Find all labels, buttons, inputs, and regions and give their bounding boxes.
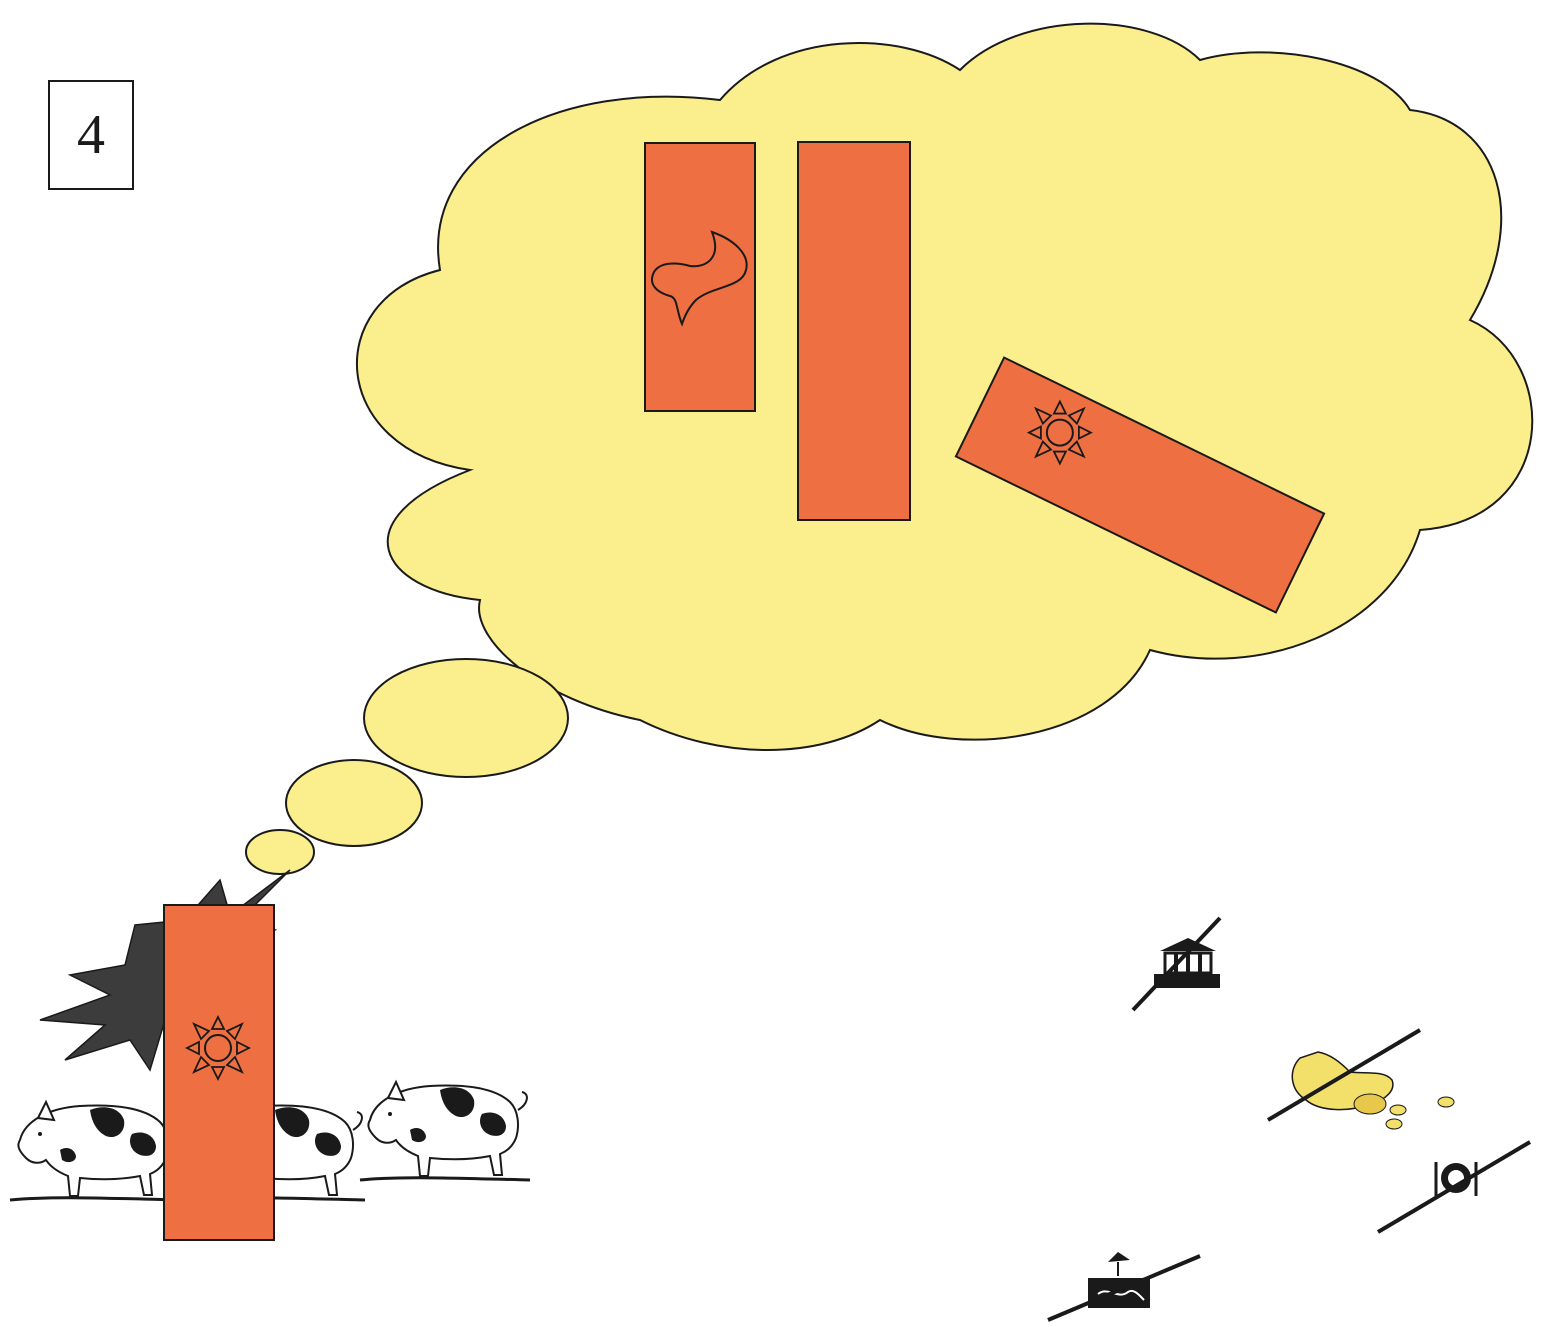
page-number: 4 [77,103,105,167]
cross-out-line [1378,1142,1530,1232]
cross-out-line [1048,1256,1200,1320]
thought-bar-fire [645,143,755,411]
thought-bar-blank [798,142,910,520]
page-number-box: 4 [48,80,134,190]
pig-right [360,1082,530,1180]
pig-left [10,1102,180,1200]
pillar [164,905,274,1240]
money-bag-icon [1268,1030,1454,1129]
tv-icon [1048,1252,1200,1320]
plate-cutlery-icon [1378,1142,1530,1232]
government-building-icon [1133,918,1220,1010]
